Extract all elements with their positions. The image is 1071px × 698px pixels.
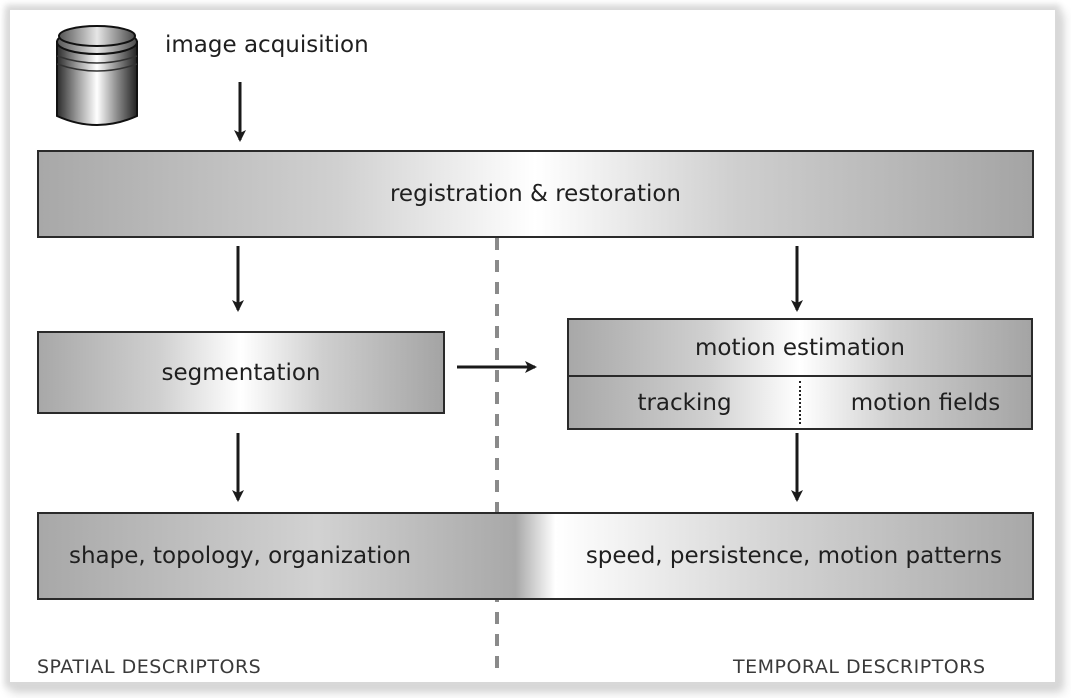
motion-estimation-box: motion estimation tracking motion fields [567,318,1033,430]
segmentation-label: segmentation [161,359,321,386]
registration-restoration-box: registration & restoration [37,150,1034,238]
motion-fields-label: motion fields [850,389,1001,416]
segmentation-box: segmentation [37,331,445,414]
spatial-descriptors-caption: SPATIAL DESCRIPTORS [37,656,262,678]
image-acquisition-label: image acquisition [165,32,369,58]
tracking-label: tracking [637,389,732,416]
registration-restoration-label: registration & restoration [389,181,682,207]
motion-estimation-header: motion estimation [569,320,1031,377]
database-icon [56,25,138,126]
tracking-cell: tracking [569,390,800,416]
spatial-output-label: shape, topology, organization [69,543,412,569]
temporal-descriptors-caption: TEMPORAL DESCRIPTORS [733,656,986,678]
motion-estimation-subrow: tracking motion fields [569,377,1031,428]
cell-divider [799,381,801,424]
temporal-output-label: speed, persistence, motion patterns [585,543,1002,569]
motion-fields-cell: motion fields [800,390,1031,416]
motion-estimation-label: motion estimation [695,334,905,361]
descriptors-box: shape, topology, organization speed, per… [37,512,1034,600]
